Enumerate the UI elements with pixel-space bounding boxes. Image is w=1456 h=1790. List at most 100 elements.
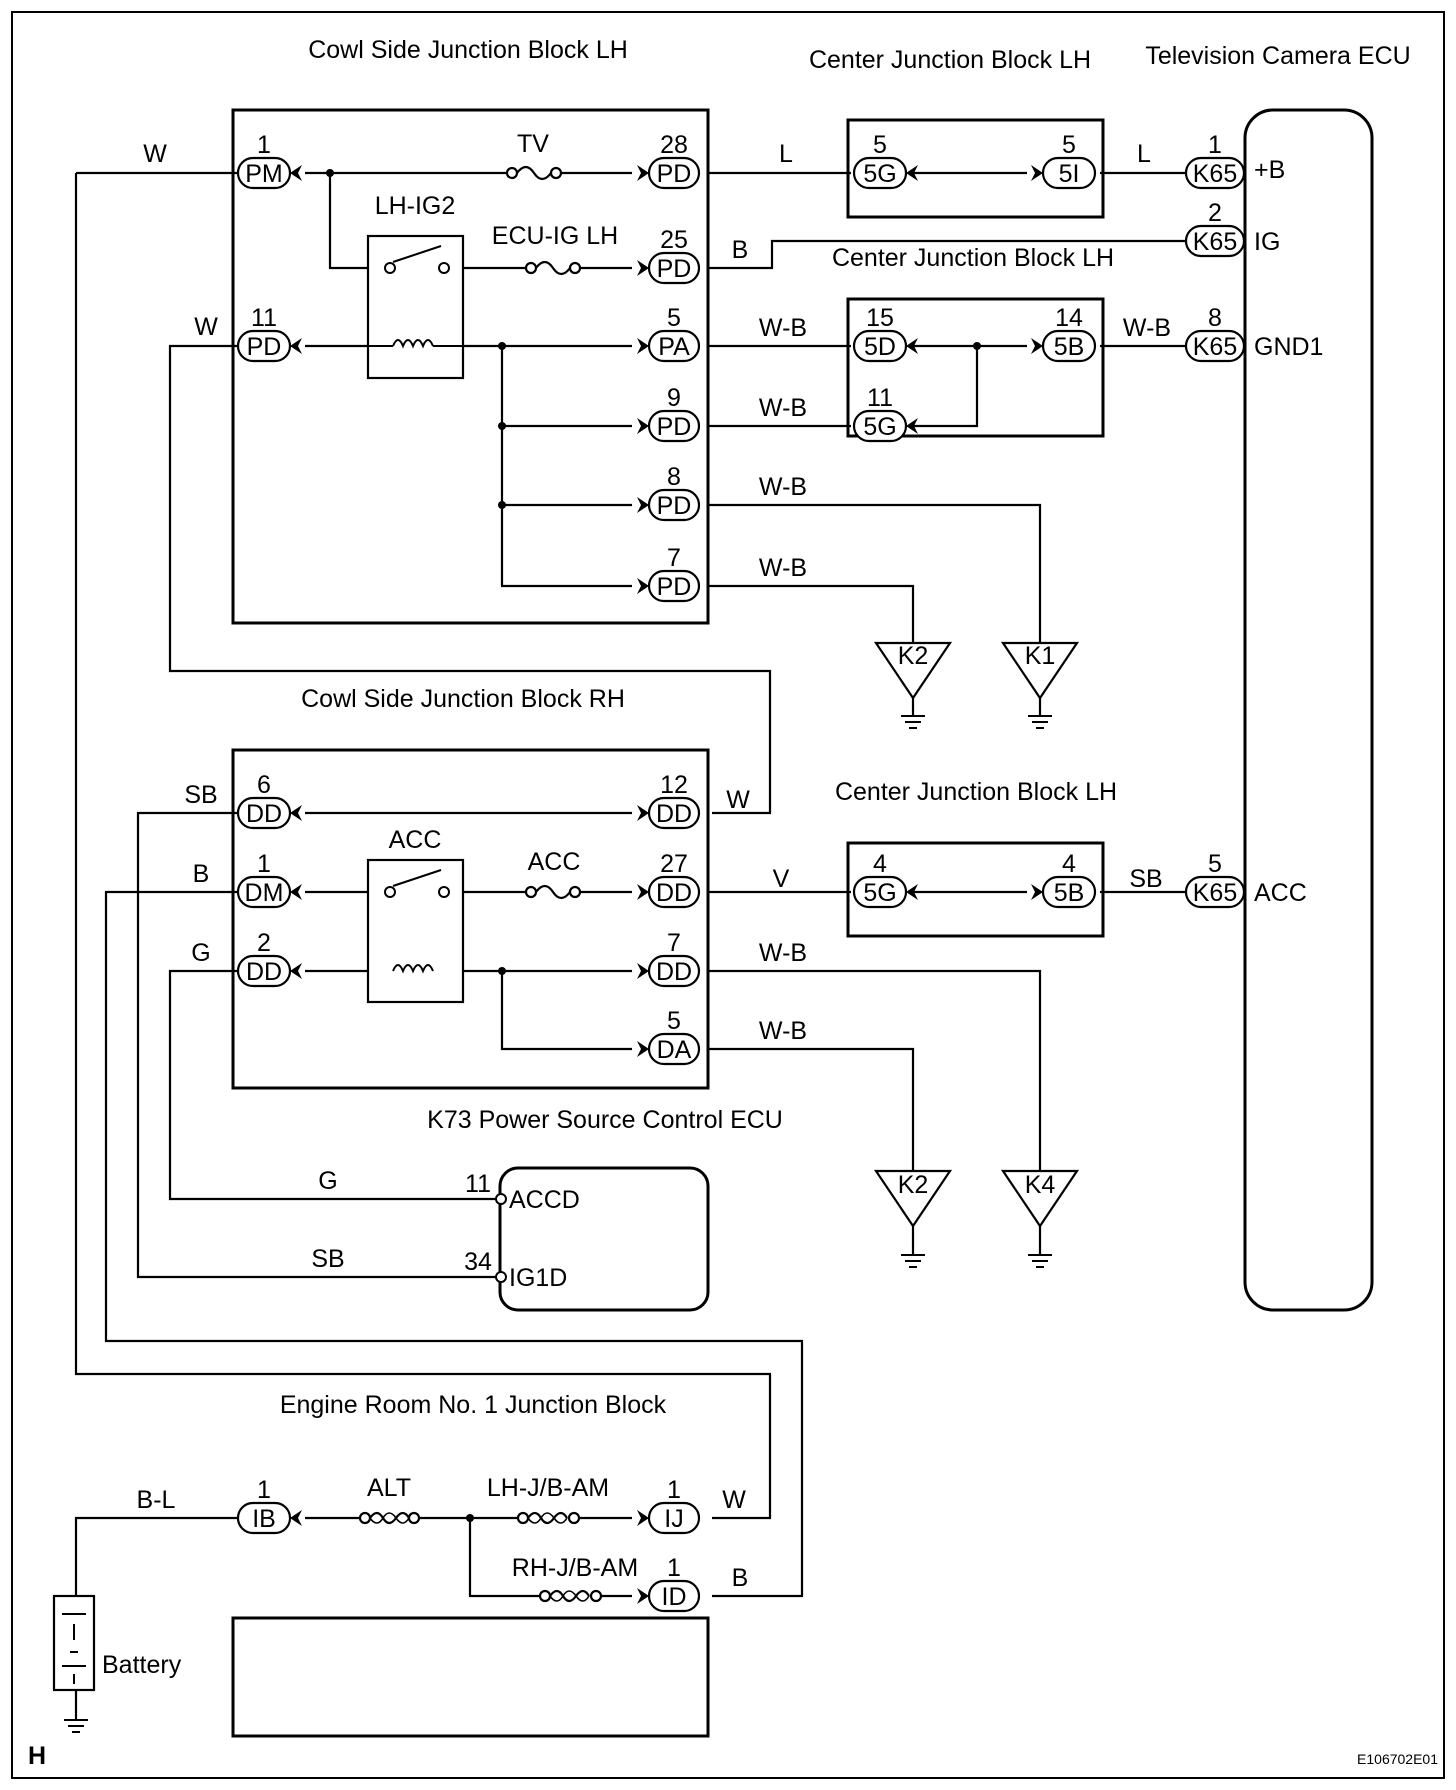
center-lh-title-mid: Center Junction Block LH [832, 244, 1114, 272]
terminal-arrow [637, 260, 649, 276]
wire-color-wb-5b14: W-B [1123, 314, 1171, 342]
accd-pin [495, 1193, 507, 1205]
connector-pin-number: 5 [667, 1007, 681, 1035]
terminal-arrow [906, 418, 918, 434]
terminal-arrow [1031, 338, 1043, 354]
connector-pin-number: 28 [660, 131, 688, 159]
ground-k2-top-label: K2 [898, 642, 929, 670]
connector-pin-number: 6 [257, 771, 271, 799]
connector-pin-number: 2 [257, 929, 271, 957]
connector-code: PD [657, 413, 692, 441]
wire-color-w-ij: W [722, 1486, 746, 1514]
connector-dm1: DM1 [236, 850, 302, 909]
connector-code: K65 [1193, 160, 1237, 188]
accd-pin-name: ACCD [509, 1186, 580, 1214]
connector-code: K65 [1193, 333, 1237, 361]
connectors: PM1PD28PD25PD11PA5PD9PD8PD75G55I55D155B1… [236, 131, 1246, 1613]
ig1d-pin-number: 34 [464, 1248, 492, 1276]
connector-code: 5B [1054, 333, 1085, 361]
wire-color-wb-pd9: W-B [759, 394, 807, 422]
cowl-lh-block [231, 108, 710, 625]
wire-color-wb-pa5: W-B [759, 314, 807, 342]
ecu-terminal-gnd1: GND1 [1254, 333, 1323, 361]
accd-pin-number: 11 [465, 1170, 491, 1198]
fuse-rh-jb-am-label: RH-J/B-AM [512, 1554, 638, 1582]
connector-pin-number: 8 [667, 463, 681, 491]
terminal-arrow [290, 884, 302, 900]
page-marker: H [28, 1742, 46, 1770]
connector-code: IB [252, 1505, 276, 1533]
connector-pin-number: 8 [1208, 304, 1222, 332]
wire-color-sb-dd6: SB [184, 781, 217, 809]
battery-symbol [52, 1594, 96, 1733]
terminal-arrow [637, 497, 649, 513]
connector-pin-number: 5 [1208, 850, 1222, 878]
relay-lh-ig2-label: LH-IG2 [375, 192, 456, 220]
wire-color-b-pd25: B [732, 236, 749, 264]
ecu-terminal-plus-b: +B [1254, 156, 1285, 184]
connector-code: DD [656, 879, 692, 907]
connector-pin-number: 5 [1062, 131, 1076, 159]
terminal-arrow [637, 1041, 649, 1057]
ground-k2-bottom-label: K2 [898, 1171, 929, 1199]
tv-camera-ecu-body [1243, 108, 1374, 1312]
ground-k1-label: K1 [1025, 642, 1056, 670]
wire-color-l-b: L [1137, 140, 1151, 168]
wire-color-g-dd2: G [191, 939, 210, 967]
relay-acc [366, 858, 465, 1004]
connector-pin-number: 1 [1208, 131, 1222, 159]
terminal-arrow [906, 338, 918, 354]
terminal-arrow [1031, 165, 1043, 181]
ground-k4-label: K4 [1025, 1171, 1056, 1199]
connector-code: K65 [1193, 228, 1237, 256]
connector-c5g-4: 5G4 [852, 850, 918, 909]
connector-code: PA [658, 333, 690, 361]
terminal-arrow [290, 338, 302, 354]
connector-code: ID [662, 1583, 687, 1611]
connector-code: 5B [1054, 879, 1085, 907]
wire-color-wb-pd8: W-B [759, 473, 807, 501]
connector-pin-number: 2 [1208, 199, 1222, 227]
connector-c5g-5: 5G5 [852, 131, 918, 190]
connector-code: 5G [863, 413, 896, 441]
fuse-alt-symbol [358, 1511, 421, 1525]
connector-pin-number: 4 [873, 850, 887, 878]
connector-pin-number: 12 [660, 771, 688, 799]
page-frame [11, 11, 1445, 1779]
ground-k4 [1000, 1169, 1080, 1268]
cowl-rh-title: Cowl Side Junction Block RH [301, 685, 625, 713]
connector-pin-number: 14 [1055, 304, 1083, 332]
connector-code: PD [247, 333, 282, 361]
connector-code: DD [656, 800, 692, 828]
power-ecu-body [498, 1166, 710, 1312]
connector-ij1: IJ1 [637, 1476, 701, 1535]
connector-code: 5G [863, 879, 896, 907]
fuse-ecu-ig-lh-symbol [524, 260, 582, 276]
connector-code: PM [245, 160, 283, 188]
terminal-arrow [637, 578, 649, 594]
connector-dd2: DD2 [236, 929, 302, 988]
ground-k2-top [873, 641, 953, 729]
connector-code: DM [245, 879, 284, 907]
terminal-arrow [906, 165, 918, 181]
connector-pd8: PD8 [637, 463, 701, 522]
fuse-acc-label: ACC [528, 848, 581, 876]
wire-color-g-accd: G [318, 1167, 337, 1195]
wire-color-sb-ig1d: SB [311, 1245, 344, 1273]
wire-color-b-dm1: B [193, 860, 210, 888]
connector-pin-number: 1 [257, 850, 271, 878]
wire-color-b-l: B-L [137, 1486, 176, 1514]
terminal-arrow [637, 338, 649, 354]
connector-pin-number: 7 [667, 929, 681, 957]
connector-pin-number: 15 [866, 304, 894, 332]
wire-color-w-dd12: W [726, 786, 750, 814]
ecu-terminal-ig: IG [1254, 228, 1280, 256]
engine-room-block [231, 1616, 710, 1738]
